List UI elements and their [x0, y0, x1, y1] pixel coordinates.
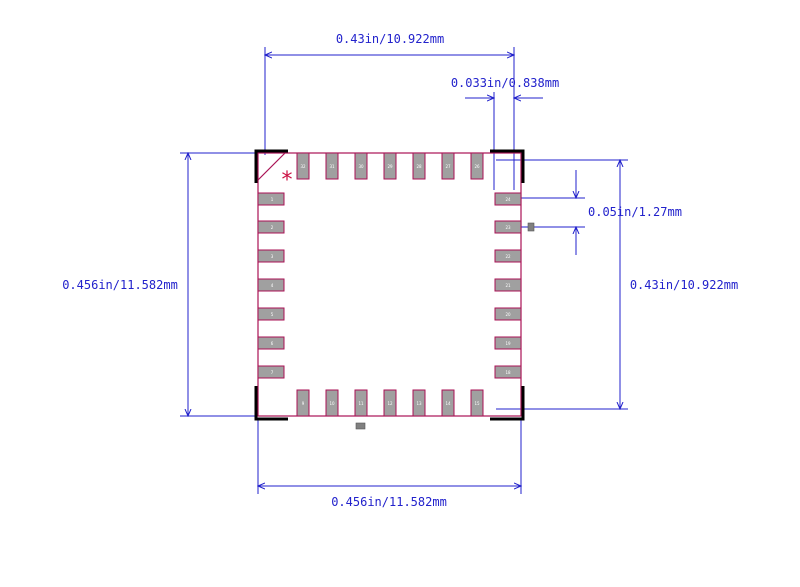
dim-bottom-width-label: 0.456in/11.582mm — [331, 495, 447, 509]
dim-right-height-label: 0.43in/10.922mm — [630, 278, 738, 292]
pad-bottom-12 — [383, 389, 397, 417]
dim-left-height-label: 0.456in/11.582mm — [62, 278, 178, 292]
pad-right-24 — [494, 192, 522, 206]
dimension-lines — [180, 47, 628, 494]
pad-label: 18 — [505, 370, 511, 375]
corner-marks — [254, 149, 525, 421]
pad-left-5 — [257, 307, 285, 321]
pad-label: 27 — [445, 164, 451, 169]
pad-right-21 — [494, 278, 522, 292]
pad-label: 1 — [271, 197, 274, 202]
pad-left-2 — [257, 220, 285, 234]
dim-top-width-label: 0.43in/10.922mm — [336, 32, 444, 46]
pad-left-1 — [257, 192, 285, 206]
pad-top-30 — [354, 152, 368, 180]
side-mark-bottom — [355, 422, 366, 430]
pad-label: 9 — [302, 401, 305, 406]
pad-label: 26 — [474, 164, 480, 169]
pad-label: 21 — [505, 283, 511, 288]
pad-label: 4 — [271, 283, 274, 288]
pad-label: 23 — [505, 225, 511, 230]
pad-bottom-13 — [412, 389, 426, 417]
dim-pad-width-label: 0.033in/0.838mm — [451, 76, 559, 90]
pad-label: 31 — [329, 164, 335, 169]
pad-bottom-11 — [354, 389, 368, 417]
pad-left-6 — [257, 336, 285, 350]
pin1-marker: * — [282, 168, 293, 193]
pad-left-4 — [257, 278, 285, 292]
pad-right-19 — [494, 336, 522, 350]
pad-label: 13 — [416, 401, 422, 406]
pad-top-27 — [441, 152, 455, 180]
pad-label: 22 — [505, 254, 511, 259]
pad-label: 30 — [358, 164, 364, 169]
pad-label: 2 — [271, 225, 274, 230]
pad-top-29 — [383, 152, 397, 180]
pad-left-7 — [257, 365, 285, 379]
pad-label: 6 — [271, 341, 274, 346]
pad-bottom-14 — [441, 389, 455, 417]
pad-right-18 — [494, 365, 522, 379]
pad-bottom-15 — [470, 389, 484, 417]
pad-label: 15 — [474, 401, 480, 406]
side-mark-right — [527, 222, 535, 232]
pad-bottom-10 — [325, 389, 339, 417]
pad-label: 32 — [300, 164, 306, 169]
pad-label: 5 — [271, 312, 274, 317]
pad-label: 12 — [387, 401, 393, 406]
pad-left-3 — [257, 249, 285, 263]
pad-label: 7 — [271, 370, 274, 375]
pin1-chamfer-line — [257, 152, 286, 181]
pad-right-23 — [494, 220, 522, 234]
pad-label: 28 — [416, 164, 422, 169]
pad-label: 14 — [445, 401, 451, 406]
pad-top-31 — [325, 152, 339, 180]
pad-top-26 — [470, 152, 484, 180]
package-outline — [257, 152, 522, 417]
pad-right-22 — [494, 249, 522, 263]
pad-top-32 — [296, 152, 310, 180]
pad-top-28 — [412, 152, 426, 180]
pad-label: 24 — [505, 197, 511, 202]
pad-label: 20 — [505, 312, 511, 317]
pad-label: 29 — [387, 164, 393, 169]
pad-label: 19 — [505, 341, 511, 346]
pad-label: 11 — [358, 401, 364, 406]
pad-right-20 — [494, 307, 522, 321]
dim-pitch-label: 0.05in/1.27mm — [588, 205, 682, 219]
pad-label: 10 — [329, 401, 335, 406]
pad-label: 3 — [271, 254, 274, 259]
pad-bottom-9 — [296, 389, 310, 417]
